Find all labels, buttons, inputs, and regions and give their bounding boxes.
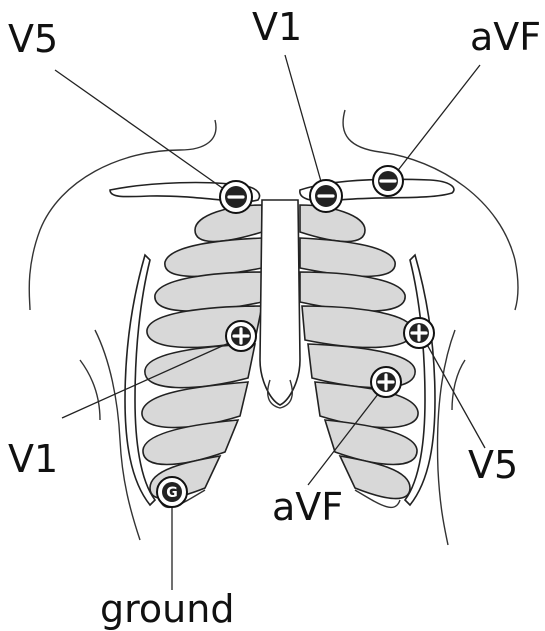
sternum [260, 200, 300, 408]
v5-top-line [55, 70, 228, 192]
avf-top-line [392, 65, 480, 178]
ground-electrode-label: G [166, 485, 178, 501]
label-v1-bottom: V1 [8, 437, 58, 481]
label-v5-bottom: V5 [468, 443, 518, 487]
electrode-v1-negative [310, 180, 342, 212]
electrode-v5-positive [404, 318, 434, 348]
electrode-ground: G [157, 477, 187, 507]
label-avf-top: aVF [470, 15, 541, 59]
v1-top-line [285, 55, 322, 185]
electrode-v5-negative [220, 181, 252, 213]
ribcage-right [300, 205, 435, 507]
ribcage-left [125, 205, 262, 507]
electrode-avf-positive [371, 367, 401, 397]
label-ground: ground [100, 587, 234, 631]
label-v1-top: V1 [252, 5, 302, 49]
label-v5-top: V5 [8, 17, 58, 61]
electrode-avf-negative [373, 166, 403, 196]
label-avf-bottom: aVF [272, 485, 343, 529]
electrode-v1-positive [226, 321, 256, 351]
